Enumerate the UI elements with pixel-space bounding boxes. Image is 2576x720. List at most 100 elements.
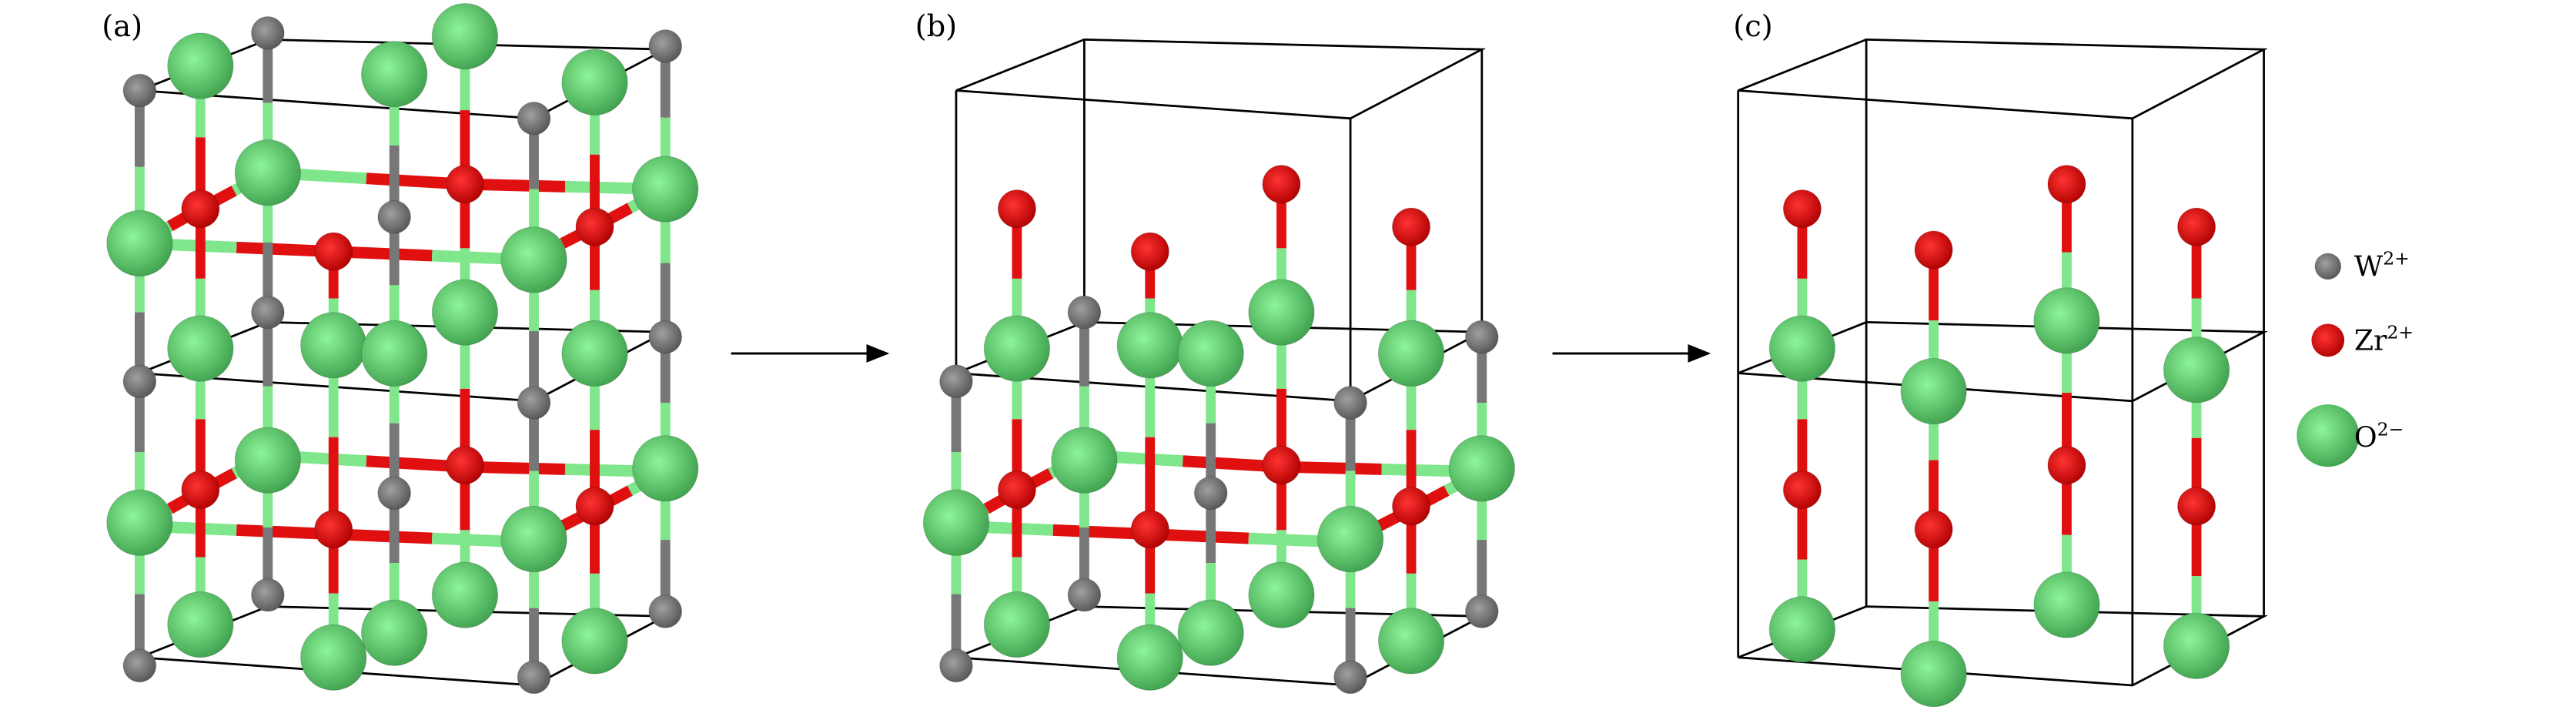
oxygen-atom	[983, 591, 1051, 658]
tungsten-atom	[517, 386, 551, 420]
tungsten-atom	[1067, 295, 1102, 330]
oxygen-atom	[431, 2, 499, 70]
oxygen-atom	[1900, 640, 1967, 708]
oxygen-atom	[983, 315, 1051, 382]
oxygen-atom	[360, 599, 428, 666]
oxygen-atom	[632, 156, 699, 223]
oxygen-atom	[2163, 337, 2230, 404]
legend-o-sphere-icon	[2297, 404, 2360, 467]
panel-label-c: (c)	[1733, 9, 1772, 44]
legend-zr-label: Zr2+	[2354, 322, 2414, 357]
oxygen-atom	[1377, 608, 1445, 675]
zirconium-atom	[2047, 445, 2086, 485]
oxygen-atom	[1768, 596, 1836, 663]
oxygen-atom	[1116, 312, 1183, 379]
oxygen-atom	[561, 320, 628, 387]
zirconium-atom	[1391, 207, 1431, 246]
oxygen-atom	[167, 591, 234, 658]
tungsten-atom	[517, 660, 551, 695]
zirconium-atom	[1130, 232, 1169, 271]
tungsten-atom	[1464, 594, 1499, 628]
panel-label-b: (b)	[915, 9, 958, 44]
oxygen-atom	[431, 279, 499, 346]
atoms	[106, 2, 2230, 708]
oxygen-atom	[360, 40, 428, 108]
oxygen-atom	[1448, 435, 1516, 502]
zirconium-atom	[2176, 207, 2216, 246]
oxygen-atom	[106, 489, 173, 556]
tungsten-atom	[939, 364, 973, 399]
zirconium-atom	[314, 232, 353, 271]
tungsten-atom	[122, 364, 157, 399]
zirconium-atom	[1391, 487, 1431, 526]
tungsten-atom	[648, 29, 683, 63]
zirconium-atom	[1782, 471, 1822, 510]
oxygen-atom	[1316, 505, 1384, 573]
tungsten-atom	[250, 578, 285, 612]
zirconium-atom	[1262, 445, 1301, 485]
oxygen-atom	[1768, 315, 1836, 382]
oxygen-atom	[1177, 599, 1244, 666]
oxygen-atom	[299, 312, 367, 379]
tungsten-atom	[648, 320, 683, 354]
oxygen-atom	[1051, 427, 1118, 494]
legend-zr-sphere-icon	[2311, 323, 2345, 357]
oxygen-atom	[561, 608, 628, 675]
oxygen-atom	[234, 139, 302, 206]
legend-w-label: W2+	[2354, 248, 2410, 283]
zirconium-atom	[445, 165, 484, 204]
tungsten-atom	[1067, 578, 1102, 612]
legend-w-sphere-icon	[2314, 253, 2341, 280]
zirconium-atom	[1130, 510, 1169, 549]
oxygen-atom	[360, 320, 428, 387]
tungsten-atom	[250, 15, 285, 50]
zirconium-atom	[997, 471, 1036, 510]
zirconium-atom	[1914, 230, 1953, 270]
legend-o-label: O2−	[2354, 419, 2404, 454]
cell-edge	[1738, 38, 2268, 120]
tungsten-atom	[377, 476, 412, 511]
oxygen-atom	[167, 32, 234, 99]
oxygen-atom	[167, 315, 234, 382]
tungsten-atom	[517, 101, 551, 136]
tungsten-atom	[1333, 386, 1367, 420]
oxygen-atom	[1377, 320, 1445, 387]
zirconium-atom	[314, 510, 353, 549]
oxygen-atom	[1116, 624, 1183, 691]
zirconium-atom	[181, 471, 220, 510]
oxygen-atom	[500, 505, 567, 573]
oxygen-atom	[431, 561, 499, 628]
zirconium-atom	[1914, 510, 1953, 549]
zirconium-atom	[2047, 165, 2086, 204]
oxygen-atom	[2033, 571, 2100, 638]
oxygen-atom	[1248, 279, 1315, 346]
tungsten-atom	[1193, 476, 1228, 511]
cell-edge	[955, 38, 1487, 120]
zirconium-atom	[575, 487, 614, 526]
oxygen-atom	[106, 209, 173, 277]
tungsten-atom	[250, 295, 285, 330]
tungsten-atom	[1333, 660, 1367, 695]
tungsten-atom	[939, 648, 973, 683]
tungsten-atom	[122, 73, 157, 108]
oxygen-atom	[632, 435, 699, 502]
zirconium-atom	[445, 445, 484, 485]
zirconium-atom	[2176, 487, 2216, 526]
zirconium-atom	[1782, 189, 1822, 229]
zirconium-atom	[575, 207, 614, 246]
oxygen-atom	[1900, 357, 1967, 425]
oxygen-atom	[561, 49, 628, 116]
tungsten-atom	[648, 594, 683, 628]
legend: W2+ Zr2+ O2−	[2297, 248, 2414, 467]
panel-label-a: (a)	[102, 9, 142, 44]
oxygen-atom	[234, 427, 302, 494]
oxygen-atom	[1248, 561, 1315, 628]
oxygen-atom	[2033, 287, 2100, 354]
oxygen-atom	[922, 489, 990, 556]
oxygen-atom	[2163, 612, 2230, 680]
zirconium-atom	[1262, 165, 1301, 204]
tungsten-atom	[1464, 320, 1499, 354]
oxygen-atom	[299, 624, 367, 691]
oxygen-atom	[1177, 320, 1244, 387]
